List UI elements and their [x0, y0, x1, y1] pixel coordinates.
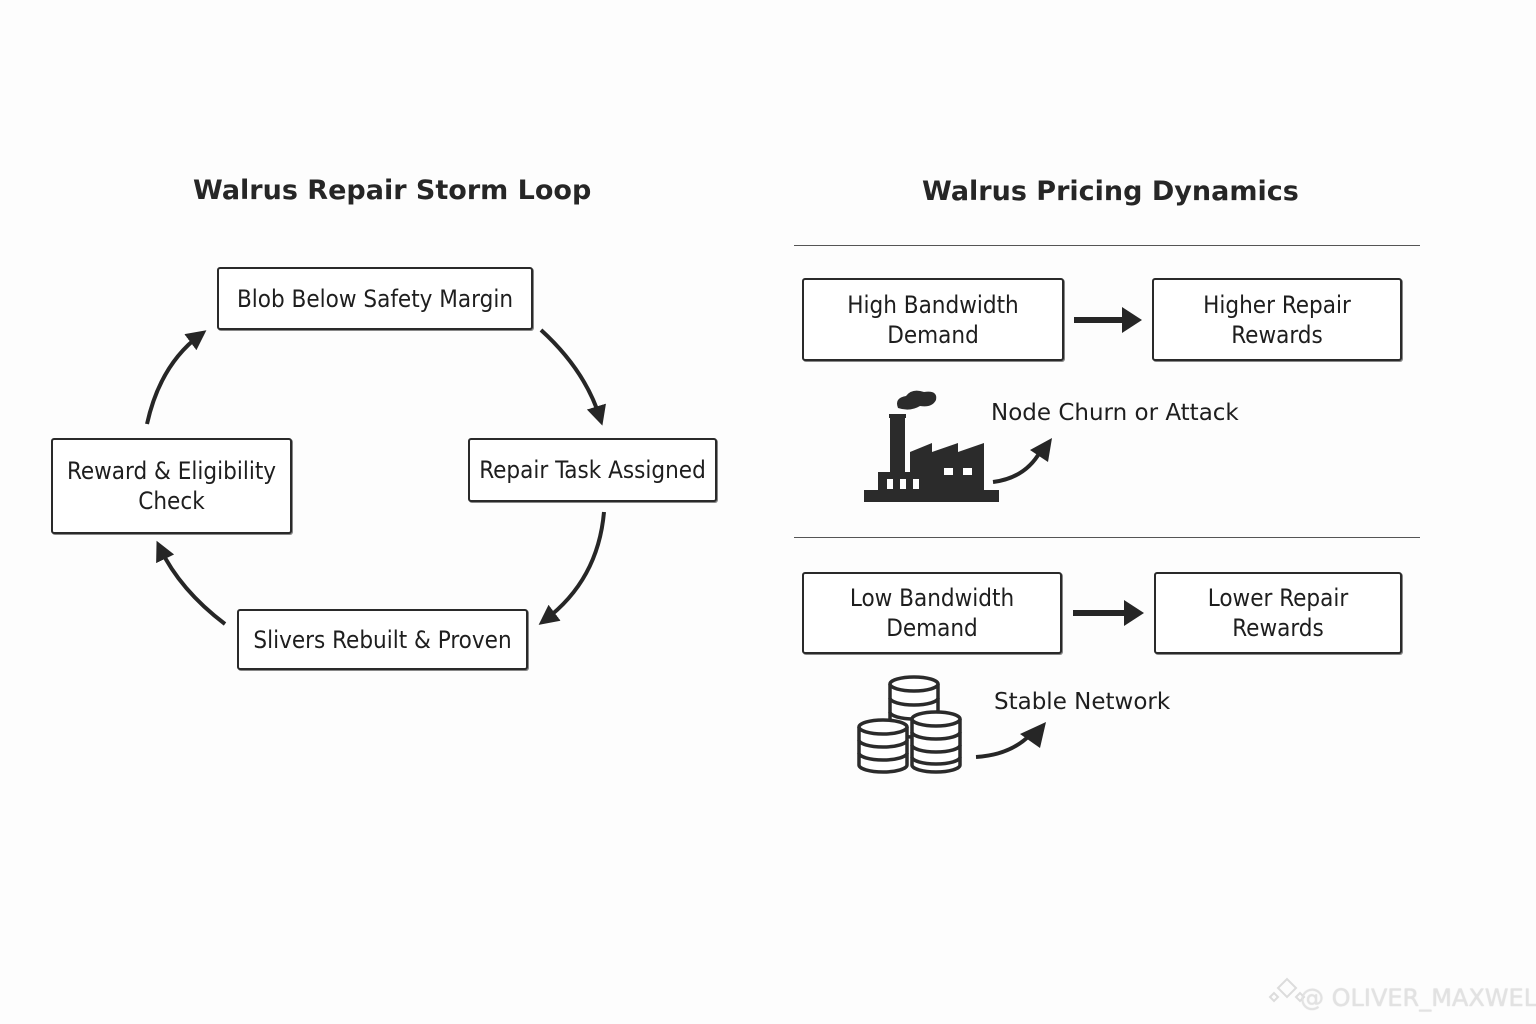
- up-trend-arrow-icon: [992, 438, 1052, 484]
- binance-logo-icon: [1268, 977, 1306, 1003]
- node-label: Blob Below Safety Margin: [236, 284, 514, 313]
- lower-repair-rewards-box: Lower Repair Rewards: [1154, 572, 1402, 654]
- loop-title: Walrus Repair Storm Loop: [193, 175, 592, 206]
- loop-arrow-4: [145, 330, 207, 425]
- loop-arrow-3: [156, 540, 227, 626]
- divider-middle: [794, 537, 1420, 538]
- up-trend-arrow-icon: [975, 722, 1046, 759]
- node-churn-label: Node Churn or Attack: [991, 400, 1239, 426]
- factory-icon: [864, 390, 999, 502]
- low-bandwidth-demand-box: Low Bandwidth Demand: [802, 572, 1062, 654]
- pricing-title: Walrus Pricing Dynamics: [922, 176, 1299, 207]
- watermark-text: @ OLIVER_MAXWELL: [1300, 984, 1536, 1012]
- arrow-low-demand-to-rewards: [1073, 600, 1144, 626]
- stable-network-label: Stable Network: [994, 689, 1171, 715]
- higher-repair-rewards-box: Higher Repair Rewards: [1152, 278, 1402, 361]
- loop-arrow-2: [538, 511, 606, 625]
- node-reward-eligibility-check: Reward & Eligibility Check: [51, 438, 292, 534]
- box-label: High Bandwidth Demand: [847, 290, 1019, 349]
- box-label: Low Bandwidth Demand: [849, 584, 1015, 642]
- node-label: Reward & Eligibility Check: [66, 457, 277, 515]
- node-blob-below-safety-margin: Blob Below Safety Margin: [217, 267, 533, 330]
- box-label: Lower Repair Rewards: [1207, 584, 1349, 642]
- arrow-high-demand-to-rewards: [1074, 307, 1142, 333]
- node-label: Repair Task Assigned: [479, 456, 706, 484]
- node-slivers-rebuilt: Slivers Rebuilt & Proven: [237, 609, 528, 670]
- loop-arrow-1: [539, 328, 606, 426]
- box-label: Higher Repair Rewards: [1203, 290, 1351, 349]
- node-repair-task-assigned: Repair Task Assigned: [468, 438, 717, 502]
- coin-stack-icon: [857, 675, 962, 774]
- high-bandwidth-demand-box: High Bandwidth Demand: [802, 278, 1064, 361]
- divider-top: [794, 245, 1420, 246]
- node-label: Slivers Rebuilt & Proven: [253, 625, 512, 654]
